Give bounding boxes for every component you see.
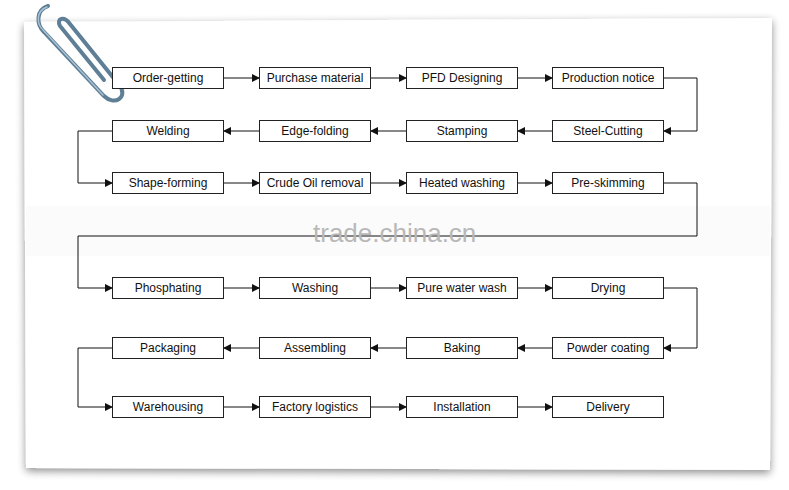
flow-arrow <box>224 407 259 408</box>
flow-arrow <box>518 183 552 184</box>
process-label: Phosphating <box>135 281 202 295</box>
flow-arrow <box>371 348 406 349</box>
process-box: Pre-skimming <box>552 172 664 194</box>
process-label: Packaging <box>140 341 196 355</box>
process-label: Warehousing <box>133 400 203 414</box>
paper-sheet <box>24 18 772 470</box>
process-label: Drying <box>591 281 626 295</box>
flow-arrow <box>664 78 697 131</box>
flow-arrow <box>518 131 552 132</box>
faded-band <box>26 206 770 256</box>
process-label: Edge-folding <box>281 124 348 138</box>
process-label: Washing <box>292 281 338 295</box>
process-box: Welding <box>112 120 224 142</box>
process-box: Stamping <box>406 120 518 142</box>
process-box: Delivery <box>552 396 664 418</box>
process-label: Assembling <box>284 341 346 355</box>
process-label: Factory logistics <box>272 400 358 414</box>
process-box: Heated washing <box>406 172 518 194</box>
flow-arrow <box>518 288 552 289</box>
process-label: Crude Oil removal <box>267 176 364 190</box>
process-box: Assembling <box>259 337 371 359</box>
process-box: Baking <box>406 337 518 359</box>
flow-arrow <box>371 131 406 132</box>
flow-arrow <box>518 78 552 79</box>
process-label: Baking <box>444 341 481 355</box>
flow-arrow <box>224 78 259 79</box>
process-label: Order-getting <box>133 71 204 85</box>
process-box: Crude Oil removal <box>259 172 371 194</box>
process-box: Washing <box>259 277 371 299</box>
process-box: Edge-folding <box>259 120 371 142</box>
flow-arrow <box>518 348 552 349</box>
process-label: Shape-forming <box>129 176 208 190</box>
process-box: Warehousing <box>112 396 224 418</box>
flow-arrow <box>78 348 112 407</box>
flow-arrow <box>224 348 259 349</box>
process-label: PFD Designing <box>422 71 503 85</box>
watermark: trade.china.cn <box>313 218 476 249</box>
flow-arrow <box>78 183 697 288</box>
process-box: Order-getting <box>112 67 224 89</box>
process-label: Welding <box>146 124 189 138</box>
process-label: Stamping <box>437 124 488 138</box>
flow-arrow <box>518 407 552 408</box>
process-box: Installation <box>406 396 518 418</box>
paperclip <box>38 6 122 101</box>
flow-arrow <box>224 183 259 184</box>
flow-arrow <box>371 288 406 289</box>
flow-arrow <box>664 288 697 348</box>
process-box: Purchase material <box>259 67 371 89</box>
process-box: PFD Designing <box>406 67 518 89</box>
flow-arrow <box>224 131 259 132</box>
process-label: Pure water wash <box>417 281 506 295</box>
process-label: Installation <box>433 400 490 414</box>
process-box: Factory logistics <box>259 396 371 418</box>
process-label: Purchase material <box>267 71 364 85</box>
process-box: Drying <box>552 277 664 299</box>
process-label: Heated washing <box>419 176 505 190</box>
process-box: Powder coating <box>552 337 664 359</box>
process-box: Pure water wash <box>406 277 518 299</box>
process-box: Steel-Cutting <box>552 120 664 142</box>
process-box: Packaging <box>112 337 224 359</box>
process-label: Delivery <box>586 400 629 414</box>
process-box: Phosphating <box>112 277 224 299</box>
flow-arrow <box>224 288 259 289</box>
flow-arrow <box>78 131 112 183</box>
process-label: Powder coating <box>567 341 650 355</box>
paperclip-highlight <box>38 7 103 95</box>
process-label: Pre-skimming <box>571 176 644 190</box>
process-box: Shape-forming <box>112 172 224 194</box>
flow-arrow <box>371 78 406 79</box>
process-box: Production notice <box>552 67 664 89</box>
process-label: Production notice <box>562 71 655 85</box>
flow-arrow <box>371 407 406 408</box>
flow-arrow <box>371 183 406 184</box>
process-label: Steel-Cutting <box>573 124 642 138</box>
